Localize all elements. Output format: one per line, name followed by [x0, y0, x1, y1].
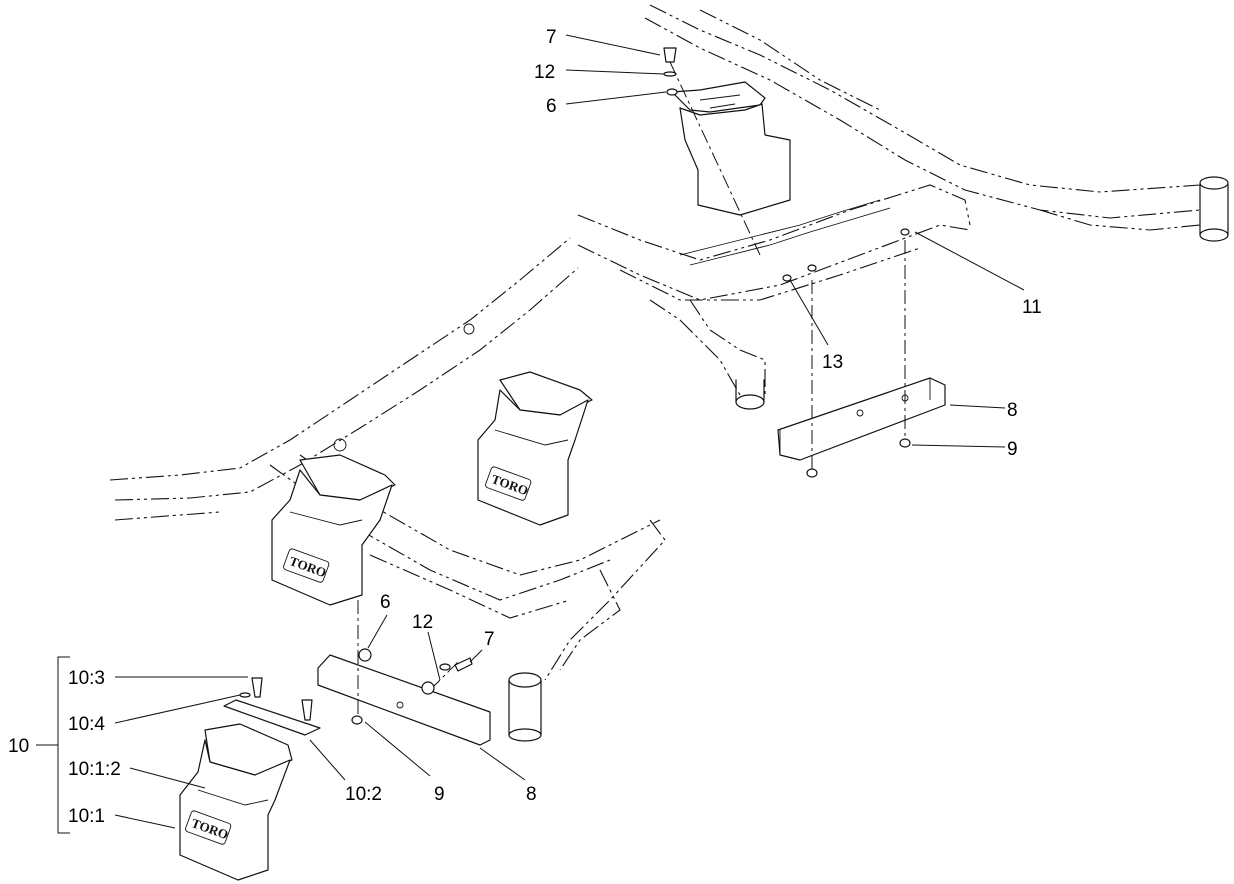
right-weight-plate [777, 377, 946, 461]
upper-crossmember [577, 184, 971, 301]
lower-weight-plate [317, 654, 491, 746]
lower-frame-rail [109, 237, 579, 521]
installed-weight-left: TORO [271, 454, 396, 606]
callout-10-1-2: 10:1:2 [68, 759, 121, 780]
callout-labels: 7 12 6 11 13 8 9 6 12 7 10 10:3 10:4 10:… [8, 27, 1042, 827]
callout-10-4: 10:4 [68, 714, 105, 735]
callout-9-right: 9 [1007, 439, 1018, 460]
callout-9-bottom: 9 [434, 784, 445, 805]
callout-10: 10 [8, 736, 29, 757]
upper-weight-bracket [671, 81, 791, 216]
top-hardware [663, 47, 792, 282]
callout-12-mid: 12 [412, 612, 433, 633]
leader-lines [36, 34, 1025, 834]
installed-weight-middle: TORO [477, 371, 593, 526]
callout-11: 11 [1022, 297, 1042, 318]
callout-7-top: 7 [546, 27, 557, 48]
callout-13: 13 [822, 352, 843, 373]
callout-6-top: 6 [546, 96, 557, 117]
loose-weight: TORO [179, 677, 321, 881]
callout-6-mid: 6 [380, 592, 391, 613]
callout-8-bottom: 8 [526, 784, 537, 805]
right-nuts [806, 228, 911, 478]
callout-8-right: 8 [1007, 400, 1018, 421]
callout-10-2: 10:2 [345, 784, 382, 805]
callout-10-3: 10:3 [68, 668, 105, 689]
upper-down-tube [649, 299, 766, 410]
callout-7-mid: 7 [484, 629, 495, 650]
upper-frame-rail [644, 4, 1229, 242]
lower-hardware [351, 648, 473, 725]
callout-10-1: 10:1 [68, 806, 105, 827]
callout-12-top: 12 [534, 62, 555, 83]
lower-down-tube [508, 519, 666, 742]
